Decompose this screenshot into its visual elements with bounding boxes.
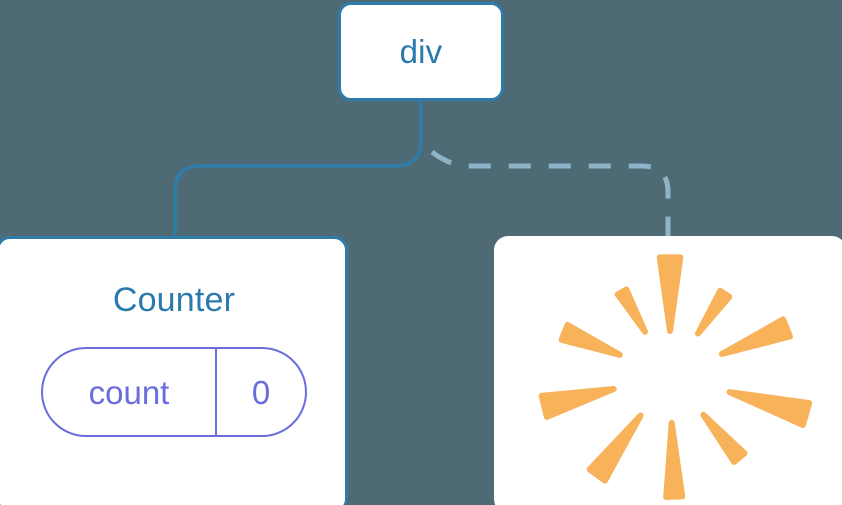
node-div-label: div (399, 33, 443, 70)
burst-ray-4 (726, 389, 813, 428)
burst-ray-5 (700, 411, 748, 465)
state-value-label: 0 (251, 373, 271, 411)
burst-ray-3 (718, 316, 793, 357)
state-pill-count[interactable]: count 0 (41, 347, 307, 437)
burst-ray-8 (538, 386, 617, 420)
node-div[interactable]: div (338, 2, 504, 101)
burst-ray-1 (656, 254, 684, 334)
node-counter[interactable]: Counter count 0 (0, 236, 348, 505)
node-counter-label: Counter (112, 281, 236, 319)
state-pill-divider (215, 349, 217, 435)
burst-ray-6 (663, 420, 686, 500)
edge-root-to-burst (430, 150, 671, 238)
burst-ray-10 (614, 286, 648, 335)
node-render-burst[interactable] (494, 236, 842, 505)
state-key-label: count (88, 373, 170, 411)
starburst-icon (538, 254, 813, 500)
edge-root-to-counter (173, 99, 423, 240)
burst-ray-7 (586, 412, 644, 484)
burst-ray-2 (695, 287, 733, 337)
burst-ray-9 (558, 322, 623, 358)
